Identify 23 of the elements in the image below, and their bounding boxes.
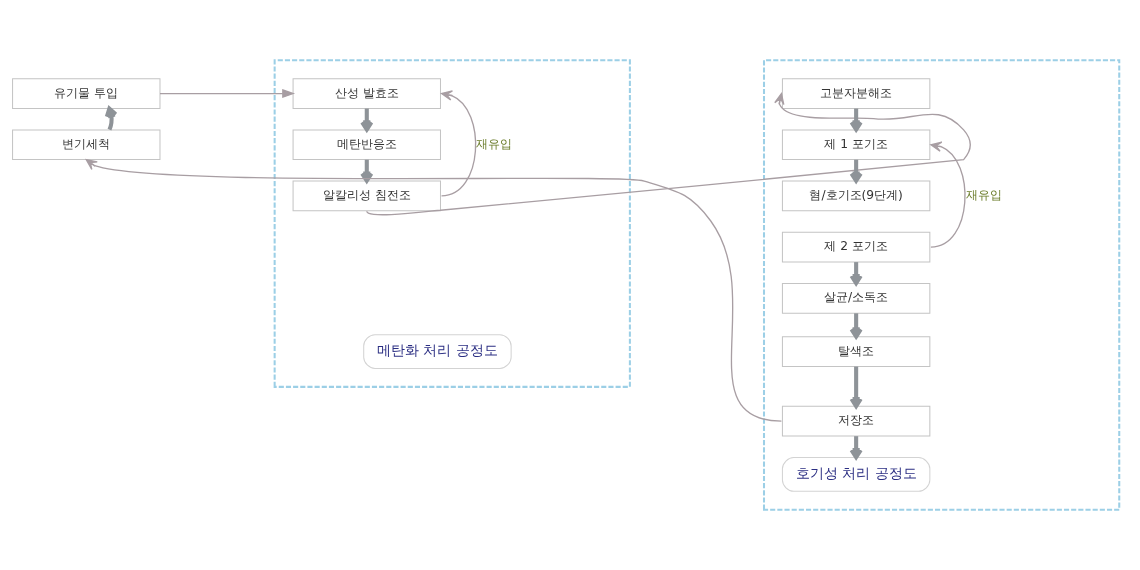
- arrow: [849, 366, 863, 409]
- node-box: 저장조: [781, 405, 931, 437]
- node-box: 산성 발효조: [292, 78, 441, 109]
- node-box: 제 1 포기조: [781, 129, 931, 161]
- arrow: [930, 141, 966, 248]
- node-box: 탈색조: [781, 336, 931, 367]
- node-box: 유기물 투입: [12, 78, 161, 109]
- node-box: 호기성 처리 공정도: [781, 457, 931, 492]
- node-box: 살균/소독조: [781, 282, 931, 314]
- node-box: 알칼리성 침전조: [292, 180, 441, 212]
- node-box: 메탄화 처리 공정도: [363, 334, 512, 369]
- node-box: 혐/호기조(9단계): [781, 180, 931, 212]
- node-box: 제 2 포기조: [781, 231, 931, 263]
- arrow: [440, 90, 477, 197]
- arrow: [159, 89, 296, 99]
- edge-label: 재유입: [476, 136, 513, 151]
- arrow: [104, 106, 118, 131]
- edge-label: 재유입: [965, 188, 1002, 203]
- node-box: 메탄반응조: [292, 129, 441, 161]
- node-box: 고분자분해조: [781, 78, 931, 109]
- node-box: 변기세척: [12, 129, 161, 161]
- cluster: [273, 59, 631, 388]
- cluster: [762, 59, 1121, 511]
